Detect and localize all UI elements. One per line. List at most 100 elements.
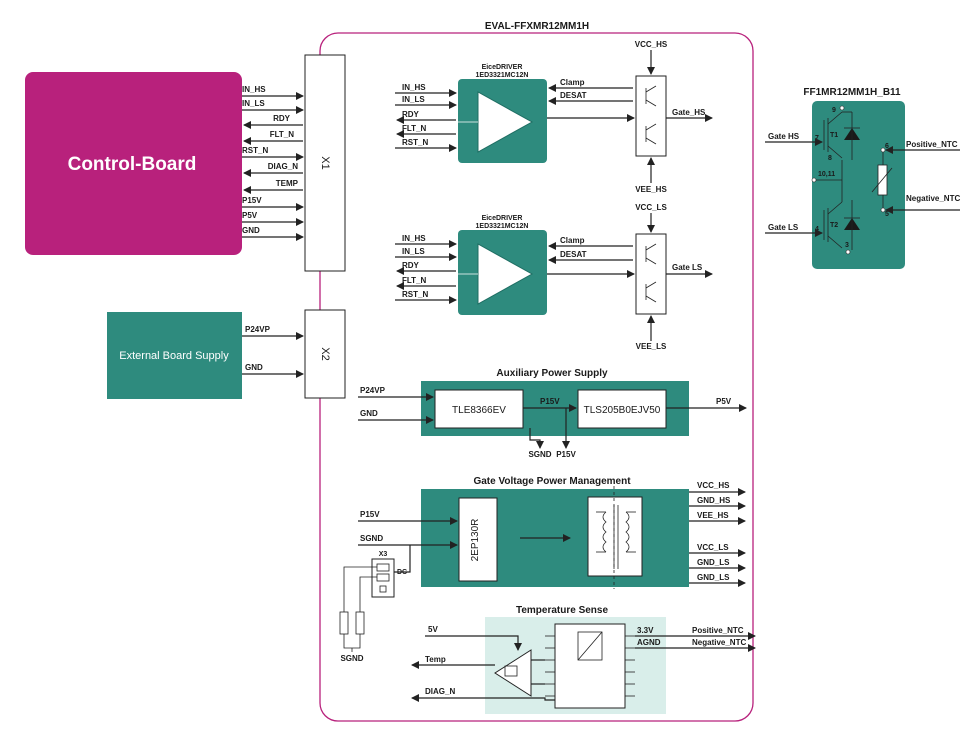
driver-ls-input-label: IN_LS [402, 247, 425, 256]
x1-signal-label: P15V [242, 196, 262, 205]
connector-x1-label: X1 [319, 156, 331, 169]
driver-hs-input-label: RDY [402, 110, 420, 119]
driver-hs-input-label: IN_HS [402, 83, 426, 92]
output-stage-hs [635, 75, 667, 157]
connector-x1 [304, 54, 346, 272]
x1-signal-label: IN_LS [242, 99, 265, 108]
aux-in-gnd: GND [360, 409, 378, 418]
driver-hs-vee: VEE_HS [635, 185, 667, 194]
module-pin: 10,11 [818, 171, 835, 178]
driver-ls-vcc: VCC_LS [635, 203, 667, 212]
temp-v33: 3.3V [637, 626, 654, 635]
x1-signal-label: DIAG_N [268, 162, 298, 171]
output-stage-ls [635, 233, 667, 315]
temp-sense-title: Temperature Sense [516, 605, 609, 616]
gate-power-output: VEE_HS [697, 511, 729, 520]
control-board-label: Control-Board [68, 154, 197, 175]
driver-ls-input-label: FLT_N [402, 276, 427, 285]
pin-dot [845, 249, 851, 255]
driver-ls-clamp: Clamp [560, 236, 585, 245]
gate-power-output: VCC_HS [697, 481, 730, 490]
pin-dot [811, 177, 817, 183]
temp-chip [545, 623, 635, 709]
module-pin: 4 [815, 226, 819, 233]
gate-power-in-p15: P15V [360, 510, 380, 519]
external-board-supply [107, 312, 242, 399]
aux-out-label: P5V [716, 397, 732, 406]
x1-signal-label: RDY [273, 114, 291, 123]
x2-signal-label: GND [245, 363, 263, 372]
temp-in-5v: 5V [428, 625, 438, 634]
pin-dot [839, 105, 845, 111]
x2-signal-label: P24VP [245, 325, 271, 334]
driver-ls-vee: VEE_LS [636, 342, 667, 351]
temp-agnd: AGND [637, 638, 661, 647]
x1-signal-label: FLT_N [270, 130, 295, 139]
connector-x2-label: X2 [319, 347, 331, 360]
driver-hs-part: 1ED3321MC12N [476, 72, 529, 79]
aux-chip-1-label: TLE8366EV [452, 405, 506, 416]
control-board [25, 72, 242, 255]
transformer [587, 496, 643, 577]
x1-signal-label: P5V [242, 211, 258, 220]
driver-hs-input-label: FLT_N [402, 124, 427, 133]
module-gate-hs: Gate HS [768, 132, 800, 141]
driver-ls-input-label: RST_N [402, 290, 428, 299]
gate-power-chip [458, 497, 498, 582]
gate-power-output: GND_LS [697, 558, 730, 567]
gate-power-title: Gate Voltage Power Management [473, 476, 631, 487]
driver-ls-desat: DESAT [560, 250, 587, 259]
x1-signal-lines [242, 92, 304, 241]
driver-hs-input-label: RST_N [402, 138, 428, 147]
aux-sgnd: SGND [528, 450, 551, 459]
driver-hs-clamp: Clamp [560, 78, 585, 87]
gate-power-chip-label: 2EP130R [470, 519, 481, 562]
aux-chip-2 [577, 389, 667, 429]
gate-power-output: VCC_LS [697, 543, 729, 552]
jumper-pin [376, 563, 390, 572]
x1-signal-label: IN_HS [242, 85, 266, 94]
module-gate-ls: Gate LS [768, 223, 799, 232]
gate-power-in-sgnd: SGND [360, 534, 383, 543]
jumper-pin [376, 573, 390, 582]
driver-ls-part: 1ED3321MC12N [476, 223, 529, 230]
x1-signal-label: GND [242, 226, 260, 235]
driver-hs-input-label: IN_LS [402, 95, 425, 104]
module-pin: 6 [885, 143, 889, 150]
temp-out-diag: DIAG_N [425, 687, 455, 696]
driver-hs-family: EiceDRIVER [482, 64, 523, 71]
aux-supply-title: Auxiliary Power Supply [496, 368, 608, 379]
module-neg-ntc: Negative_NTC [906, 194, 960, 203]
gate-power-output: GND_HS [697, 496, 731, 505]
temp-pos-ntc: Positive_NTC [692, 626, 744, 635]
aux-mid-label: P15V [540, 397, 560, 406]
x1-signal-label: RST_N [242, 146, 268, 155]
module-pin: 8 [828, 155, 832, 162]
driver-ls-gate: Gate LS [672, 263, 703, 272]
power-module [812, 101, 905, 269]
gate-power-output: GND_LS [697, 573, 730, 582]
aux-chip-1 [434, 389, 524, 429]
aux-p15: P15V [556, 450, 576, 459]
temp-neg-ntc: Negative_NTC [692, 638, 746, 647]
driver-ls-input-label: IN_HS [402, 234, 426, 243]
module-t2: T2 [830, 222, 838, 229]
board-title: EVAL-FFXMR12MM1H [485, 21, 589, 32]
driver-ls-input-label: RDY [402, 261, 420, 270]
connector-x3-label: X3 [379, 551, 388, 558]
connector-x2 [304, 309, 346, 399]
x1-signal-label: TEMP [276, 179, 299, 188]
temp-out-temp: Temp [425, 655, 446, 664]
module-pin: 9 [832, 107, 836, 114]
temp-comparator [494, 649, 532, 697]
jumper-pin [379, 585, 387, 593]
driver-hs-input-lines [395, 89, 457, 152]
external-board-supply-label: External Board Supply [119, 350, 229, 362]
gate-power-output-lines [689, 488, 746, 587]
driver-ls-family: EiceDRIVER [482, 215, 523, 222]
driver-hs-gate: Gate_HS [672, 108, 706, 117]
module-pin: 5 [885, 211, 889, 218]
resistor [339, 611, 349, 635]
driver-hs-vcc: VCC_HS [635, 40, 668, 49]
